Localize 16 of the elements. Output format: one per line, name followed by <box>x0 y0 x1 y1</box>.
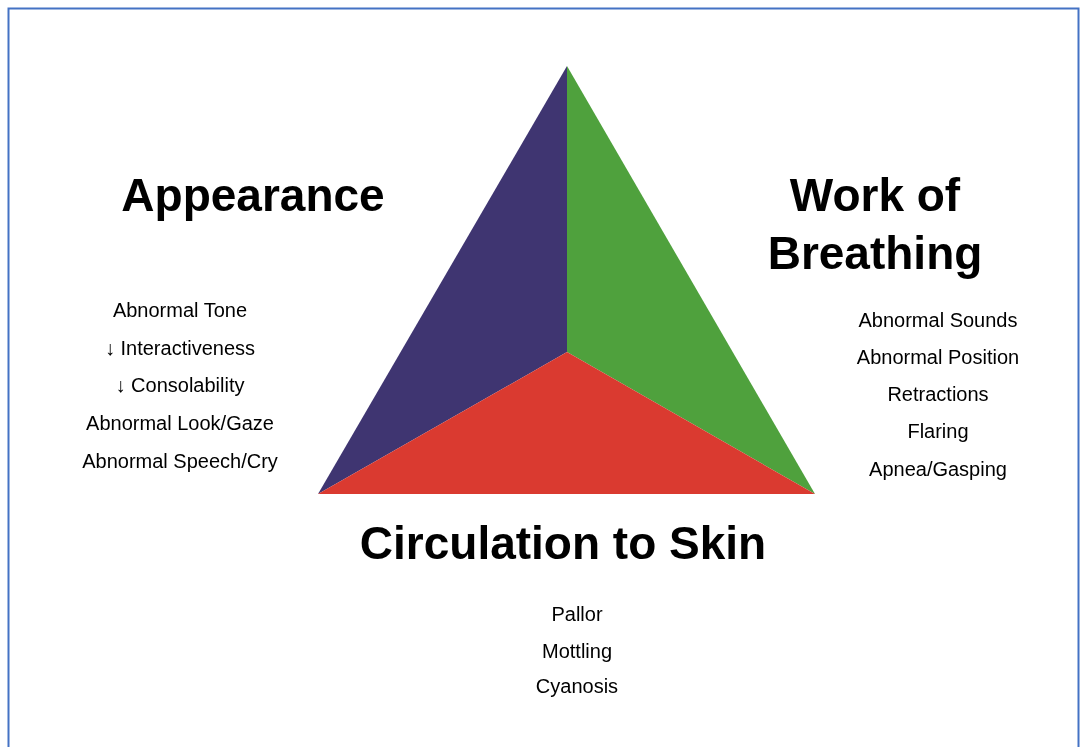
sign-text: Retractions <box>886 382 990 406</box>
sign-text: ↓ Interactiveness <box>103 336 257 360</box>
sign-text: Abnormal Position <box>855 345 1021 369</box>
sign-text: Abnormal Sounds <box>857 308 1019 332</box>
sign-text: Flaring <box>906 419 970 443</box>
sign-text: Apnea/Gasping <box>868 457 1008 481</box>
sign-text: Abnormal Speech/Cry <box>81 449 279 473</box>
sign-text: Mottling <box>541 639 613 663</box>
sign-text: Pallor <box>550 602 604 626</box>
section-heading: Work of Breathing <box>766 168 984 281</box>
section-heading: Appearance <box>120 168 386 223</box>
sign-text: Abnormal Look/Gaze <box>85 411 275 435</box>
section-heading: Circulation to Skin <box>358 516 768 571</box>
sign-text: Cyanosis <box>534 674 620 698</box>
sign-text: ↓ Consolability <box>114 373 246 397</box>
sign-text: Abnormal Tone <box>111 298 249 322</box>
